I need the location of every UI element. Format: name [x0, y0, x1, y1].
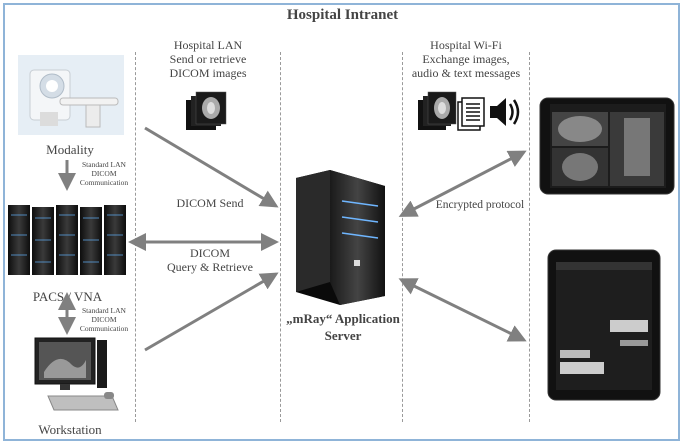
- wifi-header: Hospital Wi-Fi Exchange images, audio & …: [405, 38, 527, 80]
- document-icon: [457, 97, 485, 131]
- workstation-icon: [34, 337, 119, 411]
- lan-header: Hospital LAN Send or retrieve DICOM imag…: [140, 38, 276, 80]
- wifi-header-line: audio & text messages: [411, 66, 521, 80]
- std-lan-line: Communication: [79, 178, 129, 187]
- speaker-icon: [490, 98, 520, 126]
- server-tablet-bottom-arrow: [398, 278, 527, 342]
- std-lan-line: Communication: [79, 324, 129, 333]
- std-lan-line: Standard LAN: [82, 160, 126, 169]
- workstation-to-server-arrow: [144, 272, 279, 352]
- std-lan-line: DICOM: [91, 315, 117, 324]
- divider-mid-right: [402, 52, 403, 422]
- server-label-line: „mRay“ Application: [286, 311, 400, 326]
- server-label: „mRay“ Application Server: [268, 310, 418, 344]
- diagram-frame: [3, 3, 680, 441]
- lan-header-line: Send or retrieve: [169, 52, 247, 66]
- tower-server-icon: [296, 170, 385, 305]
- tablet-icon: [539, 97, 675, 195]
- diagram-title: Hospital Intranet: [286, 7, 399, 23]
- mri-images-icon: [186, 91, 227, 130]
- lan-header-line: DICOM images: [169, 66, 247, 80]
- std-lan-label-2: Standard LAN DICOM Communication: [74, 306, 134, 333]
- divider-right: [529, 52, 530, 422]
- mri-images-icon: [418, 91, 457, 130]
- dicom-send-label: DICOM Send: [176, 196, 244, 210]
- workstation-label: Workstation: [38, 422, 102, 437]
- std-lan-label-1: Standard LAN DICOM Communication: [74, 160, 134, 187]
- std-lan-line: DICOM: [91, 169, 117, 178]
- lan-header-line: Hospital LAN: [173, 38, 243, 52]
- server-rack-icon: [8, 205, 126, 275]
- server-label-line: Server: [324, 328, 362, 343]
- wifi-header-line: Exchange images,: [422, 52, 510, 66]
- dicom-query-line: Query & Retrieve: [167, 260, 253, 274]
- std-lan-line: Standard LAN: [82, 306, 126, 315]
- modality-label: Modality: [46, 142, 94, 157]
- server-tablet-top-arrow: [398, 150, 527, 217]
- tablet-icon: [547, 249, 661, 401]
- modality-to-server-arrow: [144, 126, 279, 208]
- wifi-header-line: Hospital Wi-Fi: [430, 38, 502, 52]
- divider-mid-left: [280, 52, 281, 422]
- ct-scanner-icon: [18, 55, 124, 135]
